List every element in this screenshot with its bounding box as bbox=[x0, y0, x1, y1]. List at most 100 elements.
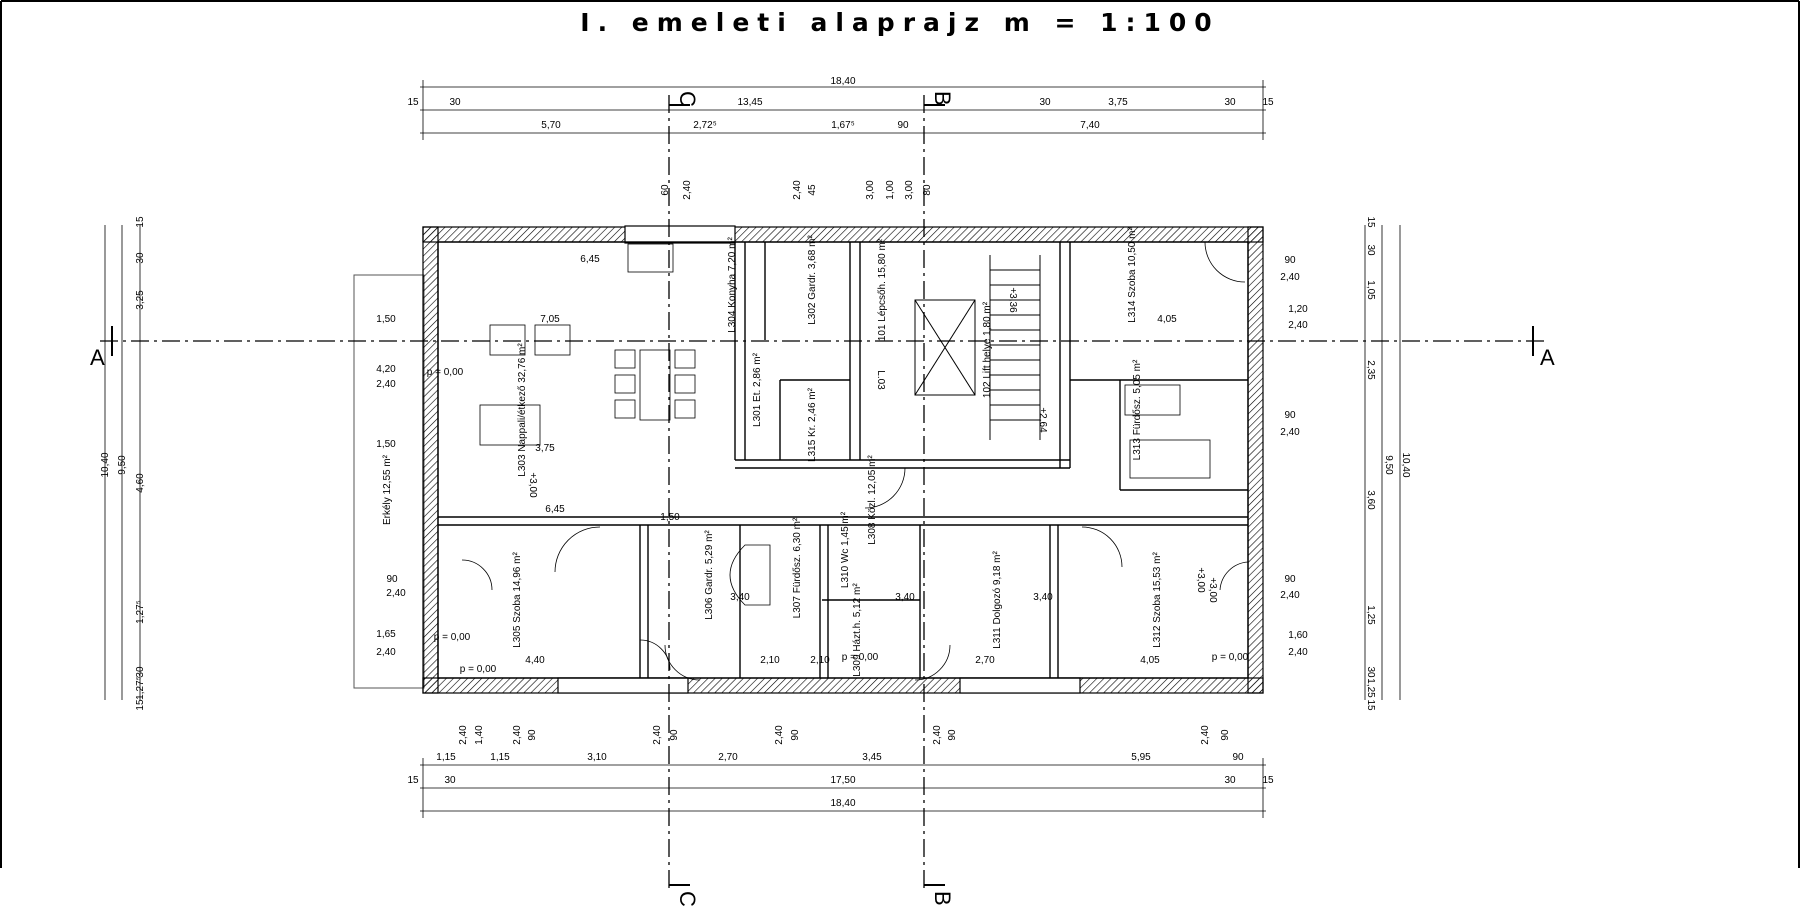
dimension-label: 7,40 bbox=[1080, 120, 1100, 131]
dimension-label: 3,40 bbox=[895, 592, 915, 603]
dimension-label: 2,40 bbox=[1280, 272, 1300, 283]
exterior-walls bbox=[422, 225, 1264, 694]
dimension-lines bbox=[104, 80, 1401, 818]
dimension-label: 90 bbox=[1284, 410, 1296, 421]
section-markers bbox=[111, 104, 1534, 886]
dimension-label: 2,40 bbox=[792, 180, 803, 200]
dimension-label: 4,60 bbox=[135, 473, 146, 493]
room-label: L312 Szoba 15,53 m² bbox=[1152, 552, 1163, 648]
dimension-label: 17,50 bbox=[830, 775, 855, 786]
dimension-label: 2,70 bbox=[718, 752, 738, 763]
room-label: L307 Fürdősz. 6,30 m² bbox=[792, 517, 803, 618]
dimension-label: 1,15 bbox=[490, 752, 510, 763]
dimension-label: 2,40 bbox=[652, 725, 663, 745]
dimension-label: 1,65 bbox=[376, 629, 396, 640]
dimension-label: 90 bbox=[527, 729, 538, 741]
dimension-label: 18,40 bbox=[830, 76, 855, 87]
section-label-b-bottom: B bbox=[930, 891, 955, 906]
dimension-label: 30 bbox=[1365, 244, 1376, 256]
dimension-label: 1,25 bbox=[1365, 678, 1376, 698]
dimension-label: 2,10 bbox=[810, 655, 830, 666]
dimension-label: 2,40 bbox=[386, 588, 406, 599]
dimension-label: 1,27⁵ bbox=[135, 676, 146, 700]
room-label: L302 Gardr. 3,68 m² bbox=[807, 235, 818, 325]
dimension-label: 2,40 bbox=[458, 725, 469, 745]
dimension-label: 30 bbox=[135, 666, 146, 678]
dimension-label: L.03 bbox=[875, 370, 886, 390]
dimension-label: 3,00 bbox=[904, 180, 915, 200]
staircase bbox=[914, 255, 1041, 440]
dimension-label: 30 bbox=[1224, 97, 1236, 108]
room-label: L314 Szoba 10,50 m² bbox=[1127, 227, 1138, 323]
level-mark: +3,00 bbox=[527, 472, 538, 498]
dimension-label: 4,05 bbox=[1140, 655, 1160, 666]
room-label: L306 Gardr. 5,29 m² bbox=[704, 530, 715, 620]
section-label-c-bottom: C bbox=[675, 891, 700, 907]
dimension-label: 15 bbox=[1365, 699, 1376, 711]
furniture bbox=[479, 243, 1211, 606]
dimension-label: 90 bbox=[386, 574, 398, 585]
dimension-label: 30 bbox=[1365, 666, 1376, 678]
section-axes bbox=[100, 95, 1545, 890]
dimension-label: 1,20 bbox=[1288, 304, 1308, 315]
room-label: L301 Et. 2,86 m² bbox=[752, 352, 763, 427]
dimension-label: 1,50 bbox=[376, 314, 396, 325]
dimension-label: 3,60 bbox=[1365, 490, 1376, 510]
room-label: Erkély 12,55 m² bbox=[382, 454, 393, 525]
dimension-label: 2,40 bbox=[1280, 590, 1300, 601]
level-mark: +2,64 bbox=[1037, 407, 1048, 433]
dimension-label: 90 bbox=[669, 729, 680, 741]
dimension-label: 15 bbox=[1262, 97, 1274, 108]
dimension-label: 1,27⁵ bbox=[135, 600, 146, 624]
dimension-label: 3,45 bbox=[862, 752, 882, 763]
dimension-label: 15 bbox=[135, 699, 146, 711]
dimension-label: 5,95 bbox=[1131, 752, 1151, 763]
dimension-label: 15 bbox=[407, 775, 419, 786]
section-label-a-left: A bbox=[90, 345, 105, 370]
dimension-label: 2,72⁵ bbox=[693, 120, 717, 131]
level-mark: +3,00 bbox=[1207, 577, 1218, 603]
dimension-label: 7,05 bbox=[540, 314, 560, 325]
dimension-label: 30 bbox=[135, 252, 146, 264]
dimension-label: 90 bbox=[1284, 574, 1296, 585]
dimension-label: 2,40 bbox=[932, 725, 943, 745]
dimension-label: 15 bbox=[1365, 216, 1376, 228]
dimension-label: 3,00 bbox=[865, 180, 876, 200]
interior-walls bbox=[437, 241, 1249, 679]
dimension-label: 1,40 bbox=[474, 725, 485, 745]
drawing-title: I. emeleti alaprajz m = 1:100 bbox=[580, 8, 1220, 37]
dimension-label: 2,40 bbox=[512, 725, 523, 745]
room-label: L313 Fürdősz. 5,05 m² bbox=[1132, 359, 1143, 460]
dimension-label: 2,70 bbox=[975, 655, 995, 666]
room-label: L315 Kr. 2,46 m² bbox=[807, 387, 818, 462]
dimension-label: 30 bbox=[449, 97, 461, 108]
dimension-label: 4,20 bbox=[376, 364, 396, 375]
dimension-label: 90 bbox=[1232, 752, 1244, 763]
level-mark: p = 0,00 bbox=[434, 632, 471, 643]
dimension-label: 2,40 bbox=[774, 725, 785, 745]
dimension-label: 30 bbox=[1224, 775, 1236, 786]
dimension-label: 90 bbox=[1284, 255, 1296, 266]
room-label: L305 Szoba 14,96 m² bbox=[512, 552, 523, 648]
dimension-label: 30 bbox=[444, 775, 456, 786]
level-mark: +3,00 bbox=[1195, 567, 1206, 593]
level-mark: p = 0,00 bbox=[1212, 652, 1249, 663]
level-mark: +3,36 bbox=[1007, 287, 1018, 313]
dimension-label: 80 bbox=[922, 184, 933, 196]
dimension-label: 9,50 bbox=[117, 455, 128, 475]
dimension-label: 2,10 bbox=[760, 655, 780, 666]
dimension-label: 15 bbox=[1262, 775, 1274, 786]
dimension-label: 10,40 bbox=[100, 452, 111, 477]
dimension-label: 1,50 bbox=[376, 439, 396, 450]
dimension-label: 2,40 bbox=[376, 647, 396, 658]
dimension-label: 2,40 bbox=[1288, 320, 1308, 331]
room-label: L308 Közl. 12,05 m² bbox=[867, 455, 878, 545]
dimension-label: 90 bbox=[897, 120, 909, 131]
dimension-label: 3,40 bbox=[730, 592, 750, 603]
dimension-label: 4,40 bbox=[525, 655, 545, 666]
dimension-label: 2,35 bbox=[1365, 360, 1376, 380]
dimension-label: 2,40 bbox=[1280, 427, 1300, 438]
dimension-label: 1,50 bbox=[660, 512, 680, 523]
